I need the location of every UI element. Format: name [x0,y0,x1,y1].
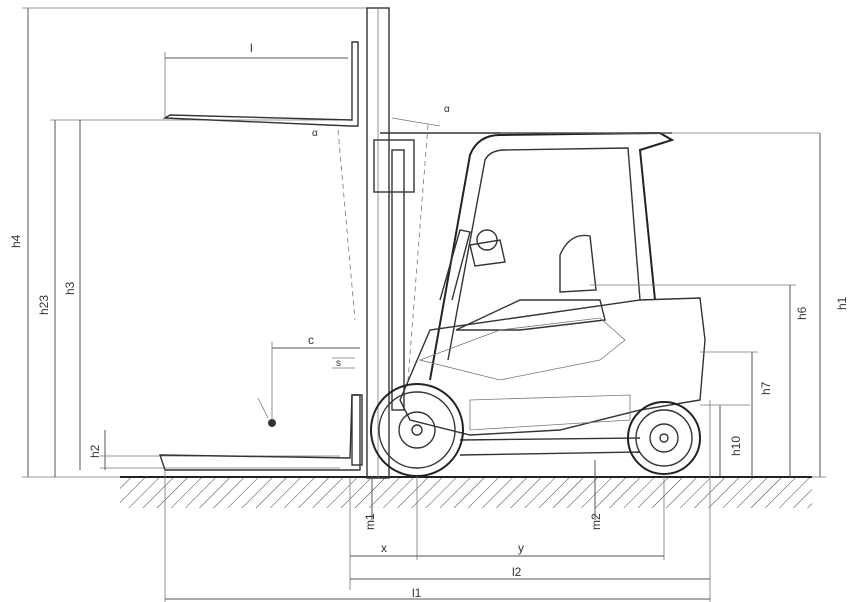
h3-label: h3 [63,281,77,295]
s-label: s [336,358,341,369]
m2-label: m2 [589,513,603,530]
c-label: c [308,333,314,347]
ground [120,476,812,508]
m1-label: m1 [363,513,377,530]
h1-dimension: h1 [812,133,848,478]
h4-dimension: h4 [9,7,378,478]
raised-fork: l [162,41,359,127]
h23-dimension: h23 [37,119,340,477]
h7-label: h7 [759,381,773,395]
h1-label: h1 [835,296,848,310]
h4-label: h4 [9,234,23,248]
chassis [399,297,706,456]
mast: α α [312,7,450,479]
h2-label: h2 [88,444,102,458]
y-label: y [518,541,524,555]
h10-dimension: h10 [700,404,750,477]
seat-and-steering [439,229,606,331]
center-of-gravity-icon [268,419,276,427]
h6-dimension: h6 [590,284,809,477]
bottom-dimensions: x y l2 l1 [164,400,711,602]
l1-label: l1 [412,586,422,600]
load-center: c s [257,333,360,427]
l-label: l [250,41,253,55]
h2-dimension: h2 [88,430,340,470]
x-label: x [381,541,387,555]
tilt-a-label: α [312,128,318,139]
h23-label: h23 [37,295,51,315]
l2-label: l2 [512,565,522,579]
tilt-alpha-label: α [444,104,450,115]
m1-dimension: m1 [363,476,377,530]
h3-dimension: h3 [63,120,81,470]
h7-dimension: h7 [700,351,773,477]
h6-label: h6 [795,306,809,320]
overhead-guard [380,131,820,381]
lowered-fork [159,394,363,471]
h10-label: h10 [729,436,743,456]
m2-dimension: m2 [589,460,603,530]
